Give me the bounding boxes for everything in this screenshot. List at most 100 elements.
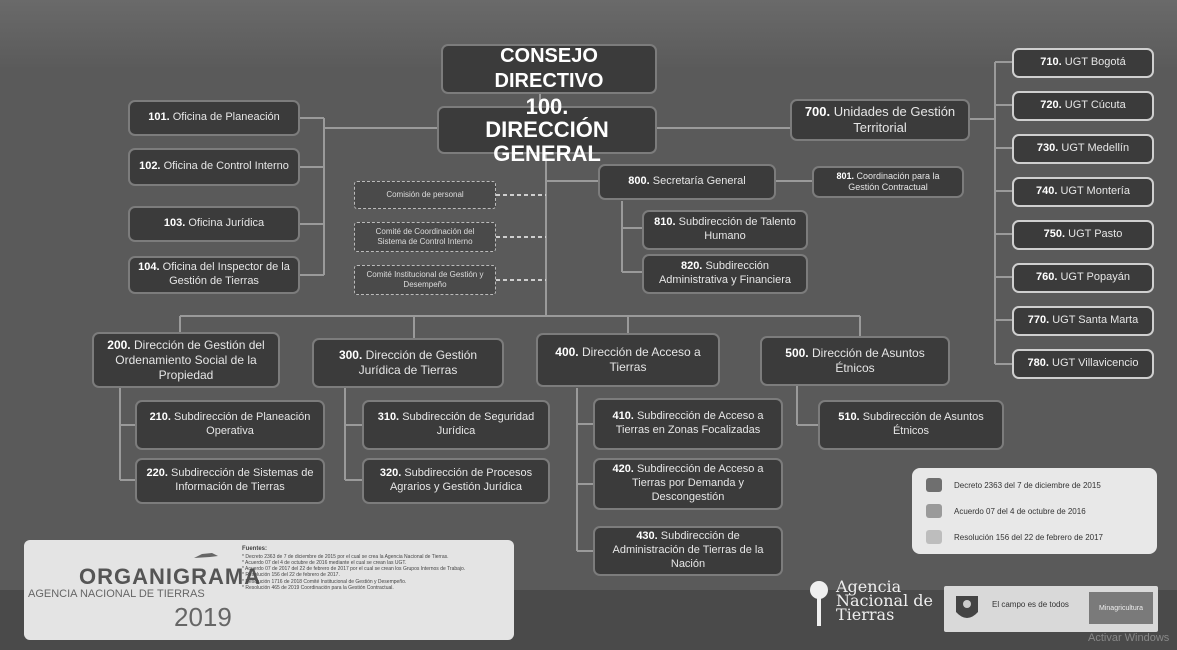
legend-swatch <box>926 530 942 544</box>
sub-num: 820. <box>680 260 703 273</box>
secretariat-sub-box-810: 810. Subdirección de Talento Humano <box>642 210 808 250</box>
ugt-num: 750. <box>1043 228 1066 241</box>
committee-label: Comisión de personal <box>386 190 464 199</box>
office-num: 101. <box>148 111 170 124</box>
ugt-name: UGT Cúcuta <box>1064 99 1126 112</box>
organigrama-year: 2019 <box>174 602 232 632</box>
directorate-num: 200. <box>107 337 131 352</box>
source-line: * Acuerdo 07 de 2017 del 22 de febrero d… <box>242 566 466 572</box>
legend-label: Acuerdo 07 del 4 de octubre de 2016 <box>954 506 1086 516</box>
ugt-num: 780. <box>1027 357 1049 370</box>
ugt-box: 780. UGT Villavicencio <box>1012 349 1154 379</box>
directorate-num: 500. <box>785 346 809 360</box>
office-name: Oficina del Inspector de la Gestión de T… <box>162 261 290 287</box>
ugt-box: 720. UGT Cúcuta <box>1012 91 1154 121</box>
board-box: CONSEJO DIRECTIVO <box>441 44 657 94</box>
legend-label: Resolución 156 del 22 de febrero de 2017 <box>954 532 1103 542</box>
territorial-box: 700. Unidades de Gestión Territorial <box>790 99 970 141</box>
sources-text: Fuentes: * Decreto 2363 de 7 de diciembr… <box>242 546 507 591</box>
secretariat-box: 800. Secretaría General <box>598 164 776 200</box>
organigrama-title: ORGANIGRAMA <box>79 564 262 589</box>
ugt-box: 730. UGT Medellín <box>1012 134 1154 164</box>
ugt-box: 740. UGT Montería <box>1012 177 1154 207</box>
directorate-num: 300. <box>338 348 363 362</box>
office-box-101: 101. Oficina de Planeación <box>128 100 300 136</box>
organigrama-panel: ORGANIGRAMA AGENCIA NACIONAL DE TIERRAS … <box>24 540 514 640</box>
subdirectorate-box-220: 220. Subdirección de Sistemas de Informa… <box>135 458 325 504</box>
windows-activation-watermark: Activar Windows <box>1088 632 1170 644</box>
general-num: 100. <box>525 94 569 120</box>
sub-num: 510. <box>838 411 860 424</box>
sub-num: 310. <box>377 411 400 424</box>
legend-item: Resolución 156 del 22 de febrero de 2017 <box>926 528 1103 546</box>
office-box-102: 102. Oficina de Control Interno <box>128 148 300 186</box>
tractor-icon <box>194 553 218 558</box>
office-num: 104. <box>138 261 160 274</box>
source-line: * Acuerdo 07 del 4 de octubre de 2016 me… <box>242 559 407 566</box>
subdirectorate-box-210: 210. Subdirección de Planeación Operativ… <box>135 400 325 450</box>
sub-num: 420. <box>612 463 634 476</box>
subdirectorate-box-510: 510. Subdirección de Asuntos Étnicos <box>818 400 1004 450</box>
organigrama-subtitle: AGENCIA NACIONAL DE TIERRAS <box>28 588 205 600</box>
office-name: Oficina Jurídica <box>188 217 265 230</box>
agency-logo: Agencia Nacional de Tierras <box>806 579 936 630</box>
ugt-num: 760. <box>1036 271 1058 284</box>
ugt-num: 730. <box>1036 142 1059 155</box>
office-num: 102. <box>139 160 161 173</box>
directorate-num: 400. <box>555 345 579 359</box>
office-box-104: 104. Oficina del Inspector de la Gestión… <box>128 256 300 294</box>
sub-name: Subdirección de Acceso a Tierras por Dem… <box>631 463 764 503</box>
ugt-num: 710. <box>1040 56 1062 69</box>
directorate-name: Dirección de Asuntos Étnicos <box>811 346 925 375</box>
legend-swatch <box>926 478 942 492</box>
ugt-name: UGT Montería <box>1060 185 1130 198</box>
board-title: CONSEJO DIRECTIVO <box>494 45 604 92</box>
agency-leaf-icon <box>810 581 828 626</box>
sub-name: Subdirección de Seguridad Jurídica <box>402 411 535 437</box>
sources-heading: Fuentes: <box>242 546 268 552</box>
directorate-name: Dirección de Gestión del Ordenamiento So… <box>115 337 265 382</box>
subdirectorate-box-310: 310. Subdirección de Seguridad Jurídica <box>362 400 550 450</box>
legend-swatch <box>926 504 942 518</box>
legend-item: Decreto 2363 del 7 de diciembre de 2015 <box>926 476 1101 494</box>
general-director-box: 100. DIRECCIÓN GENERAL <box>437 95 657 165</box>
sub-name: Subdirección de Talento Humano <box>678 216 796 242</box>
coordination-box: 801. Coordinación para la Gestión Contra… <box>812 166 964 198</box>
secretariat-name: Secretaría General <box>652 175 746 188</box>
directorate-box-200: 200. Dirección de Gestión del Ordenamien… <box>92 332 280 388</box>
directorate-box-400: 400. Dirección de Acceso a Tierras <box>536 333 720 387</box>
government-slogan: El campo es de todos <box>992 600 1069 609</box>
subdirectorate-box-420: 420. Subdirección de Acceso a Tierras po… <box>593 458 783 510</box>
ugt-box: 760. UGT Popayán <box>1012 263 1154 293</box>
ugt-num: 720. <box>1040 99 1062 112</box>
territorial-num: 700. <box>804 103 831 119</box>
subdirectorate-box-410: 410. Subdirección de Acceso a Tierras en… <box>593 398 783 450</box>
coat-of-arms-icon <box>956 596 978 618</box>
ugt-box: 770. UGT Santa Marta <box>1012 306 1154 336</box>
sub-name: Subdirección de Administración de Tierra… <box>612 530 764 570</box>
sub-num: 810. <box>654 216 676 229</box>
sub-num: 210. <box>149 411 171 424</box>
sub-name: Subdirección de Planeación Operativa <box>174 411 311 437</box>
committee-box: Comité de Coordinación del Sistema de Co… <box>354 222 496 252</box>
secretariat-num: 800. <box>628 175 650 188</box>
legend-label: Decreto 2363 del 7 de diciembre de 2015 <box>954 480 1101 490</box>
sub-name: Subdirección de Procesos Agrarios y Gest… <box>389 467 533 493</box>
directorate-name: Dirección de Gestión Jurídica de Tierras <box>358 348 478 377</box>
ugt-num: 770. <box>1027 314 1050 327</box>
directorate-box-300: 300. Dirección de Gestión Jurídica de Ti… <box>312 338 504 388</box>
coordination-name: Coordinación para la Gestión Contractual <box>848 170 940 192</box>
ugt-name: UGT Pasto <box>1068 228 1123 241</box>
directorate-name: Dirección de Acceso a Tierras <box>581 345 701 374</box>
office-name: Oficina de Control Interno <box>163 160 289 173</box>
sub-name: Subdirección de Sistemas de Información … <box>171 467 314 493</box>
sub-num: 410. <box>612 410 634 423</box>
sub-name: Subdirección de Acceso a Tierras en Zona… <box>615 410 764 436</box>
ministry-logo: Minagricultura <box>1089 592 1153 624</box>
subdirectorate-box-320: 320. Subdirección de Procesos Agrarios y… <box>362 458 550 504</box>
directorate-box-500: 500. Dirección de Asuntos Étnicos <box>760 336 950 386</box>
ugt-name: UGT Villavicencio <box>1052 357 1139 370</box>
source-line: * Resolución 156 del 22 de febrero de 20… <box>242 572 340 579</box>
